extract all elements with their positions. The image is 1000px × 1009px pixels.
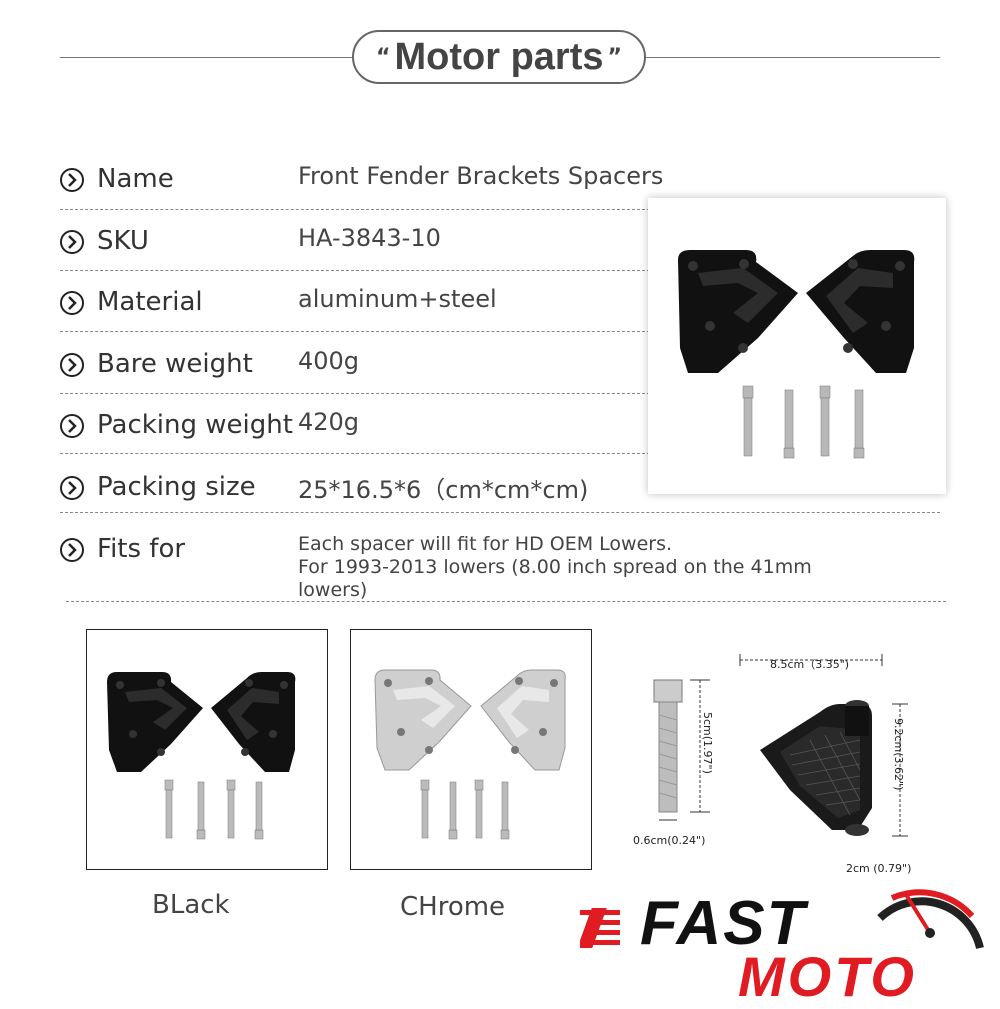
row-divider — [60, 512, 940, 513]
title-rule-right — [646, 57, 940, 58]
brand-line-1: FAST — [640, 889, 807, 958]
spec-value: aluminum+steel — [298, 285, 497, 313]
row-divider — [60, 331, 650, 332]
spec-value: 400g — [298, 347, 360, 375]
spec-label: Material — [97, 287, 203, 317]
fits-line: For 1993-2013 lowers (8.00 inch spread o… — [298, 556, 812, 578]
brand-line-2: MOTO — [738, 945, 917, 1008]
chevron-circle-icon — [60, 414, 84, 438]
spec-value: 25*16.5*6（cm*cm*cm) — [298, 476, 589, 504]
variant-caption-black: BLack — [152, 890, 230, 920]
spec-label: SKU — [97, 226, 149, 256]
title-rule-left — [60, 57, 352, 58]
black-bracket-image — [107, 672, 296, 840]
spec-row-fits-for: Fits for — [60, 520, 620, 580]
spec-label: Fits for — [97, 534, 186, 564]
chevron-circle-icon — [60, 353, 84, 377]
product-photo-main — [648, 198, 946, 494]
fastmoto-logo — [580, 889, 984, 949]
dim-width: 8.5cm（3.35") — [770, 658, 850, 671]
spec-value: Front Fender Brackets Spacers — [298, 162, 664, 190]
variant-photo-black — [86, 629, 328, 870]
spec-value: HA-3843-10 — [298, 224, 441, 252]
variant-caption-chrome: CHrome — [400, 892, 506, 922]
bracket-pair-image — [678, 250, 915, 459]
dim-bolt-diameter: 0.6cm(0.24") — [633, 834, 706, 847]
dim-thickness: 2cm (0.79") — [846, 862, 912, 875]
dim-bolt-length: 5cm(1.97") — [701, 712, 714, 774]
fits-line: lowers) — [298, 579, 368, 601]
chevron-circle-icon — [60, 476, 84, 500]
spec-label: Packing weight — [97, 410, 293, 440]
spec-row-name: Name Front Fender Brackets Spacers — [60, 150, 663, 210]
row-divider — [60, 453, 650, 454]
close-quote: ” — [607, 44, 622, 70]
spec-label: Bare weight — [97, 349, 253, 379]
row-divider — [60, 209, 660, 210]
fits-for-value: Each spacer will fit for HD OEM Lowers. … — [298, 533, 812, 602]
variant-photo-chrome — [350, 629, 592, 870]
spec-row-sku: SKU HA-3843-10 — [60, 212, 620, 272]
spec-row-packing-size: Packing size 25*16.5*6（cm*cm*cm) — [60, 458, 620, 518]
row-divider — [60, 270, 650, 271]
spec-label: Packing size — [97, 472, 256, 502]
chrome-bracket-image — [374, 669, 566, 840]
chevron-circle-icon — [60, 538, 84, 562]
spec-row-bare-weight: Bare weight 400g — [60, 335, 620, 395]
spec-value: 420g — [298, 408, 360, 436]
section-title-text: Motor parts — [394, 35, 604, 78]
dim-height: 9.2cm(3.62") — [892, 718, 905, 791]
row-divider — [60, 393, 650, 394]
dimension-diagram — [653, 654, 908, 837]
section-title: “ Motor parts ” — [352, 30, 646, 84]
row-divider — [66, 601, 946, 602]
spec-label: Name — [97, 164, 174, 194]
open-quote: “ — [376, 44, 391, 70]
spec-row-packing-weight: Packing weight 420g — [60, 396, 620, 456]
fits-line: Each spacer will fit for HD OEM Lowers. — [298, 533, 673, 555]
chevron-circle-icon — [60, 168, 84, 192]
spec-row-material: Material aluminum+steel — [60, 273, 620, 333]
chevron-circle-icon — [60, 291, 84, 315]
chevron-circle-icon — [60, 230, 84, 254]
